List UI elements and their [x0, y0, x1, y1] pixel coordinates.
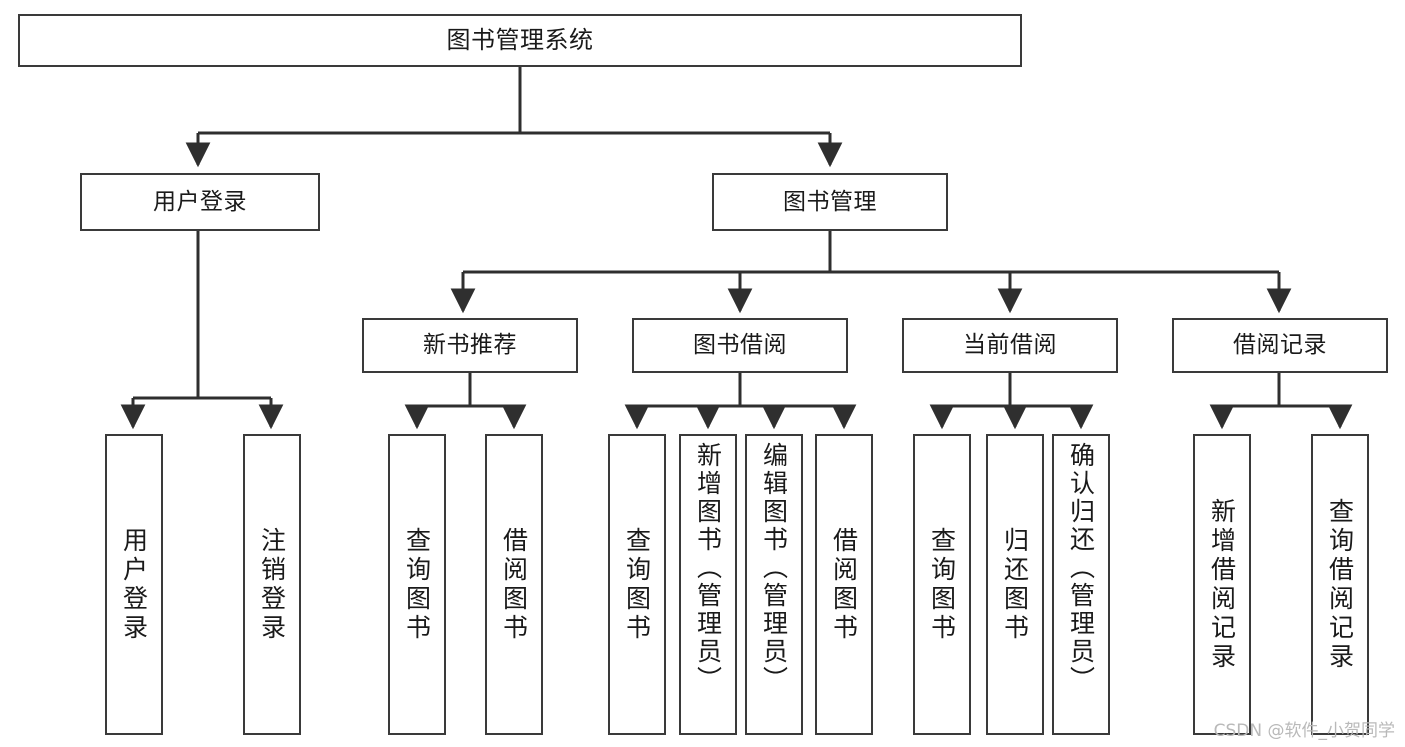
leaf-add-borrow-record[interactable]: 新增借阅记录 — [1193, 434, 1251, 735]
node-user-login[interactable]: 用户登录 — [80, 173, 320, 231]
leaf-query-book-borrow[interactable]: 查询图书 — [608, 434, 666, 735]
node-label: 查询图书 — [927, 526, 957, 643]
node-label: 新书推荐 — [423, 332, 517, 359]
leaf-query-book-recommend[interactable]: 查询图书 — [388, 434, 446, 735]
node-label: 新增借阅记录 — [1207, 497, 1237, 672]
node-label: 查询图书 — [622, 526, 652, 643]
leaf-logout[interactable]: 注销登录 — [243, 434, 301, 735]
node-label: 图书管理系统 — [446, 25, 594, 54]
node-label: 用户登录 — [119, 526, 149, 643]
leaf-borrow-book-recommend[interactable]: 借阅图书 — [485, 434, 543, 735]
leaf-query-borrow-record[interactable]: 查询借阅记录 — [1311, 434, 1369, 735]
csdn-watermark: CSDN @软件_小贺同学 — [1213, 721, 1395, 741]
node-book-borrow[interactable]: 图书借阅 — [632, 318, 848, 373]
node-label: 当前借阅 — [963, 332, 1057, 359]
node-label: 确认归还（管理员） — [1066, 442, 1096, 694]
node-label: 借阅图书 — [499, 526, 529, 643]
node-label: 图书借阅 — [693, 332, 787, 359]
node-label: 借阅图书 — [829, 526, 859, 643]
node-label: 归还图书 — [1000, 526, 1030, 643]
node-label: 借阅记录 — [1233, 332, 1327, 359]
node-label: 用户登录 — [153, 188, 247, 215]
node-root-system[interactable]: 图书管理系统 — [18, 14, 1022, 67]
leaf-return-book[interactable]: 归还图书 — [986, 434, 1044, 735]
node-borrow-record[interactable]: 借阅记录 — [1172, 318, 1388, 373]
node-label: 图书管理 — [783, 188, 877, 215]
node-label: 查询图书 — [402, 526, 432, 643]
node-label: 查询借阅记录 — [1325, 497, 1355, 672]
leaf-edit-book-admin[interactable]: 编辑图书（管理员） — [745, 434, 803, 735]
node-label: 新增图书（管理员） — [693, 442, 723, 694]
node-new-book-recommend[interactable]: 新书推荐 — [362, 318, 578, 373]
leaf-user-login[interactable]: 用户登录 — [105, 434, 163, 735]
node-book-manage[interactable]: 图书管理 — [712, 173, 948, 231]
node-label: 编辑图书（管理员） — [759, 442, 789, 694]
leaf-borrow-book[interactable]: 借阅图书 — [815, 434, 873, 735]
leaf-confirm-return-admin[interactable]: 确认归还（管理员） — [1052, 434, 1110, 735]
leaf-query-book-current[interactable]: 查询图书 — [913, 434, 971, 735]
node-label: 注销登录 — [257, 526, 287, 643]
node-current-borrow[interactable]: 当前借阅 — [902, 318, 1118, 373]
leaf-add-book-admin[interactable]: 新增图书（管理员） — [679, 434, 737, 735]
